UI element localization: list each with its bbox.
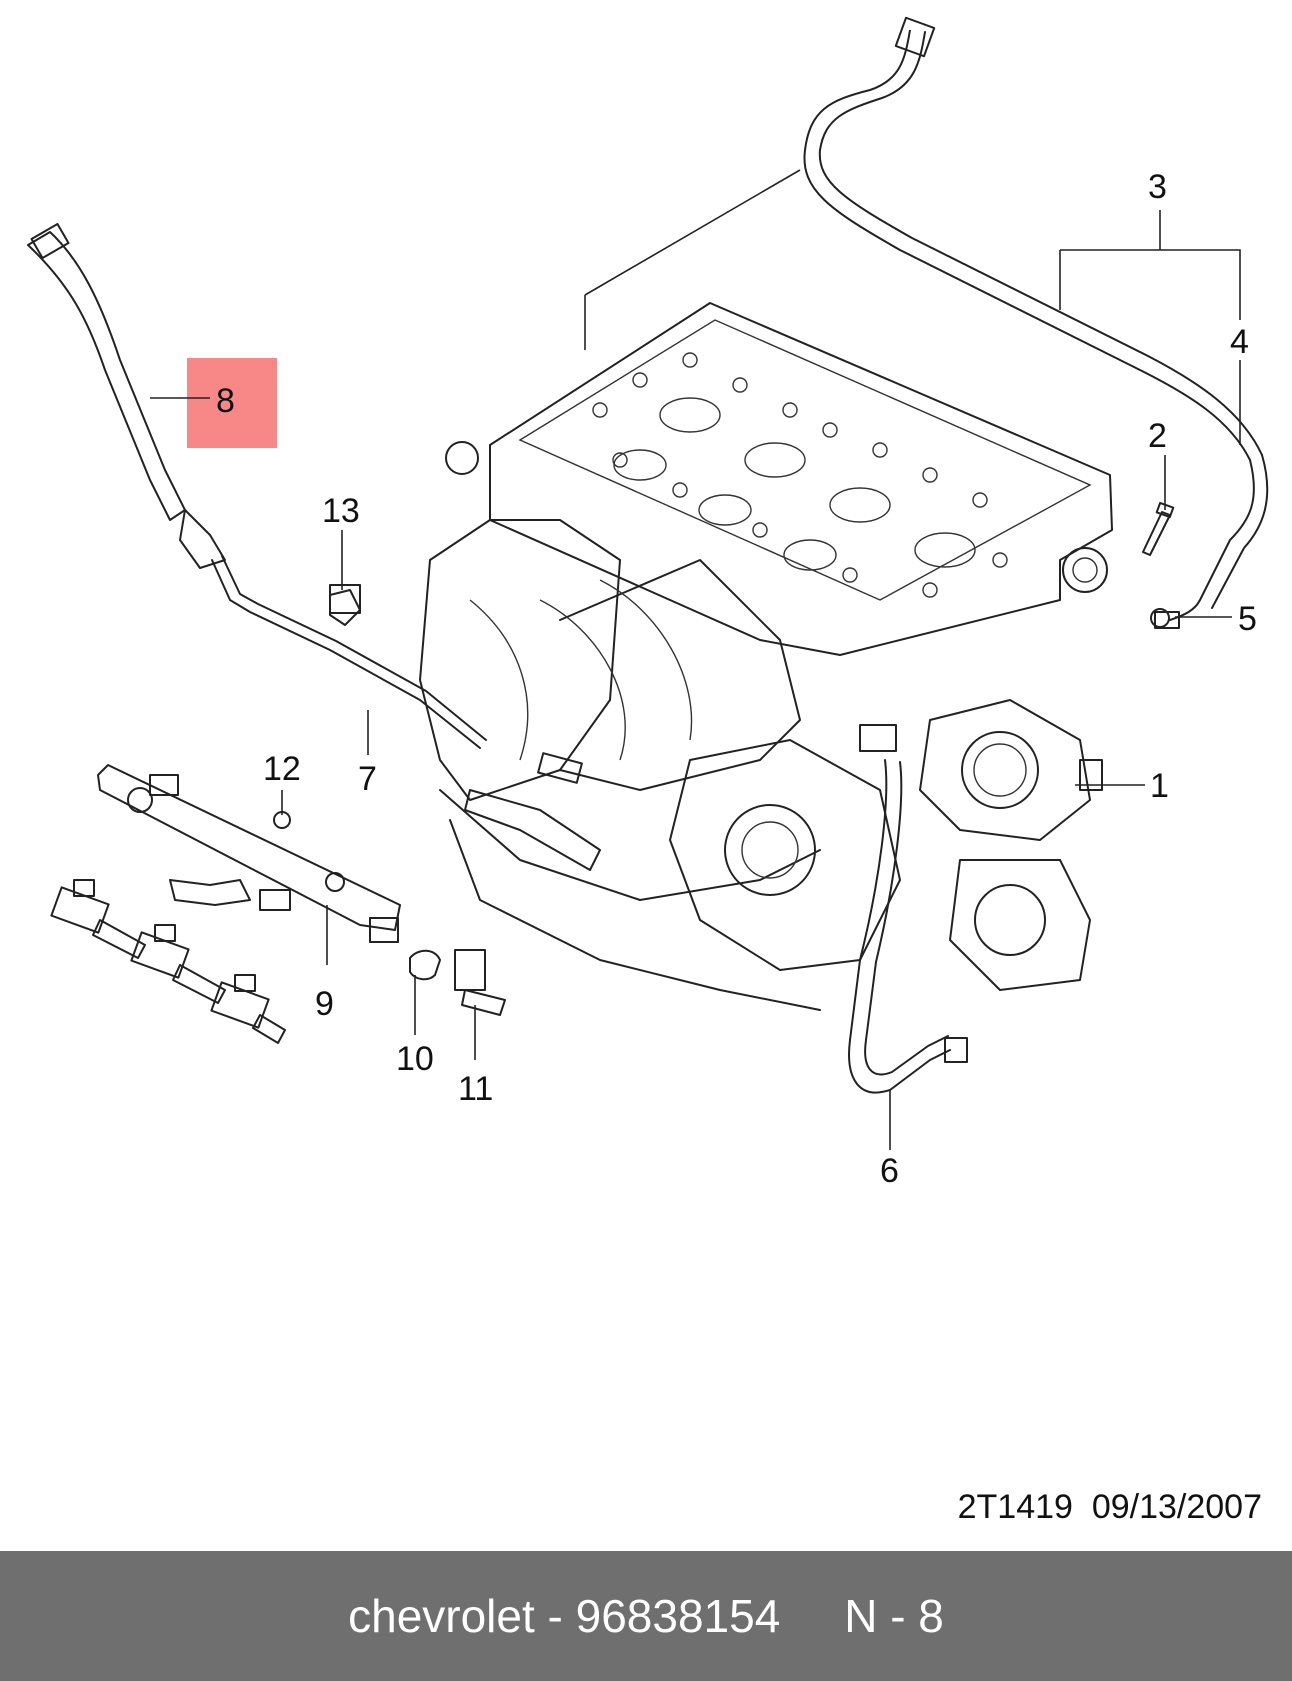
- callout-6: 6: [880, 1152, 899, 1190]
- highlight-box-8: [187, 358, 277, 448]
- clip-part-10: [409, 949, 441, 981]
- fuel-rail-part-9: [97, 764, 401, 943]
- callout-1: 1: [1150, 767, 1169, 805]
- callout-5: 5: [1238, 600, 1257, 638]
- callout-9: 9: [315, 985, 334, 1023]
- callout-labels: 1 2 3 4 5 6 7 8 9 10 11 12 13: [216, 168, 1257, 1190]
- hose-part-3-4: [803, 16, 1269, 629]
- fuel-injector-part-11: [454, 949, 506, 1016]
- clip-part-13: [329, 589, 361, 626]
- callout-2: 2: [1148, 417, 1167, 455]
- callout-11: 11: [458, 1070, 493, 1108]
- callout-13: 13: [322, 492, 360, 530]
- callout-3: 3: [1148, 168, 1167, 206]
- footer-part-label: chevrolet - 96838154 N - 8: [348, 1590, 944, 1642]
- fuel-injector-1: [50, 879, 146, 959]
- fuel-injector-2: [130, 924, 226, 1004]
- drawing-reference: 2T1419 09/13/2007: [957, 1488, 1262, 1526]
- callout-12: 12: [263, 750, 301, 788]
- bolt-part-2: [1142, 501, 1175, 556]
- engine-parts-diagram: 1 2 3 4 5 6 7 8 9 10 11 12 13: [27, 16, 1269, 1190]
- callout-10: 10: [396, 1040, 434, 1078]
- pipe-part-7: [211, 555, 583, 784]
- engine-assembly-drawing: [419, 302, 1113, 1011]
- hose-part-8: [27, 222, 226, 569]
- fuel-injector-3: [210, 974, 286, 1044]
- hose-part-6: [848, 724, 968, 1094]
- callout-8: 8: [216, 382, 235, 420]
- callout-4: 4: [1230, 323, 1249, 361]
- clamp-part-5: [1150, 608, 1170, 628]
- footer-bar: chevrolet - 96838154 N - 8: [0, 1551, 1292, 1681]
- leader-lines: [150, 169, 1241, 1150]
- callout-7: 7: [358, 760, 377, 798]
